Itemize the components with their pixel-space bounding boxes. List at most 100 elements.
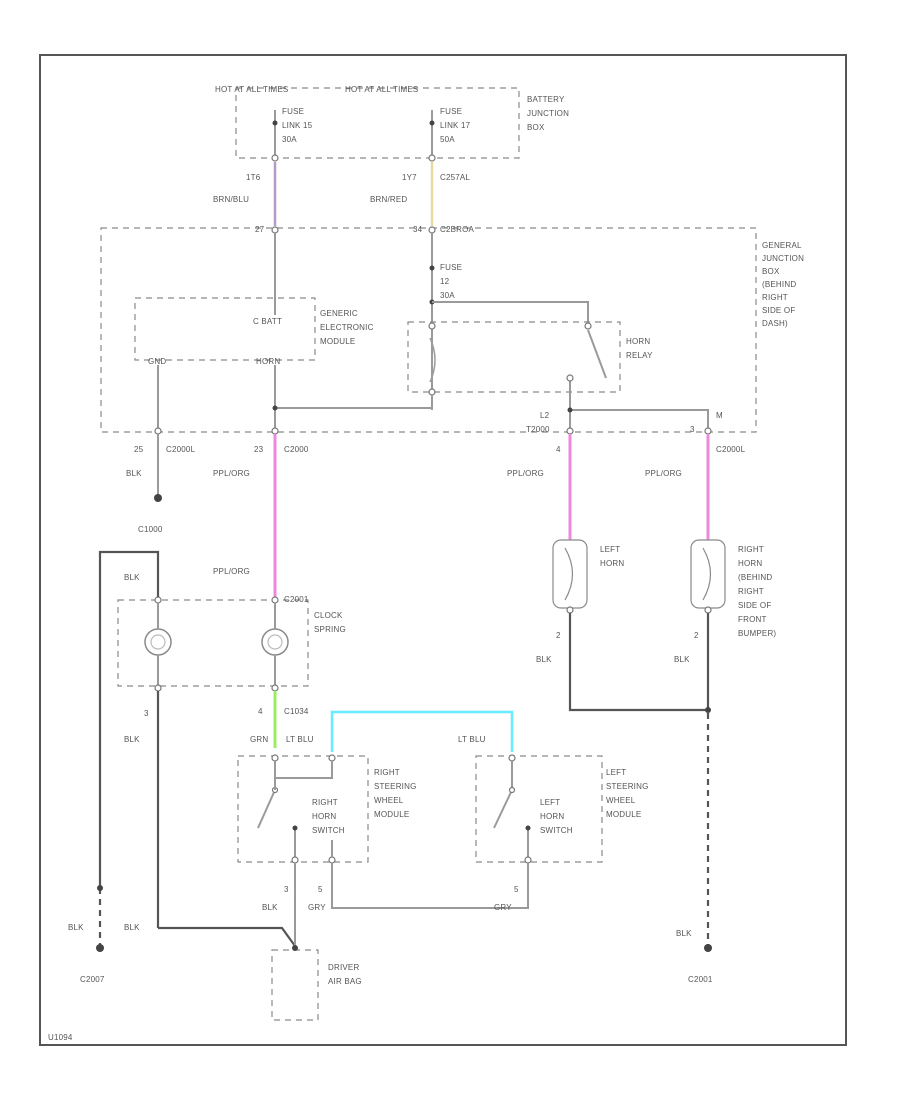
gem-gnd-label: GND (148, 357, 166, 366)
clock-spring-coil-right (261, 628, 289, 656)
fuse-link-17-top (429, 120, 435, 126)
wire-grn-label: GRN (250, 735, 268, 744)
rsw-switch-pivot (292, 825, 298, 831)
clock-spring-pin-left (154, 596, 162, 604)
lsw-module-label-3: WHEEL (606, 796, 636, 805)
horn-relay-label-1: HORN (626, 337, 650, 346)
conn-c2000l-left: C2000L (166, 445, 196, 454)
c2034-pin: 4 (258, 707, 263, 716)
rsw-pin-grn (271, 754, 279, 762)
clock-spring-bottom-left (154, 684, 162, 692)
pin-23: 23 (254, 445, 264, 454)
right-horn-label-7: BUMPER) (738, 629, 776, 638)
sw-pin-3: 3 (284, 885, 289, 894)
ground-c1000: C1000 (138, 525, 163, 534)
left-horn-label-2: HORN (600, 559, 624, 568)
wire-num-1y7: 1Y7 (402, 173, 417, 182)
conn-t2000: T2000 (526, 425, 550, 434)
gjb-out-l2 (566, 427, 574, 435)
lsw-switch-contact (508, 786, 516, 794)
ground-c2007-top-dot (97, 885, 103, 891)
rsw-module-label-4: MODULE (374, 810, 409, 819)
gjb-label-7: DASH) (762, 319, 788, 328)
wire-lt-blu (330, 710, 514, 752)
clock-spring-label-2: SPRING (314, 625, 346, 634)
gjb-label-6: SIDE OF (762, 306, 795, 315)
fuse-link-15-line1: FUSE (282, 107, 304, 116)
gjb-pin-27 (271, 226, 279, 234)
right-horn-pin-2 (704, 606, 712, 614)
right-horn-label-2: HORN (738, 559, 762, 568)
gjb-conn-label: C2BROA (440, 225, 475, 234)
right-steering-wheel-module (237, 755, 369, 863)
battery-box-label-3: BOX (527, 123, 545, 132)
gem-horn-splice (272, 405, 278, 411)
fuse-12-line2: 12 (440, 277, 450, 286)
fuse-12-line3: 30A (440, 291, 455, 300)
right-horn-label-1: RIGHT (738, 545, 764, 554)
hot-label-left: HOT AT ALL TIMES (215, 85, 288, 94)
gjb-label-2: JUNCTION (762, 254, 804, 263)
fuse-link-17-bottom (428, 154, 436, 162)
gem-horn-label: HORN (256, 357, 280, 366)
sw-pin-5b: 5 (514, 885, 519, 894)
rsw-switch-arm (257, 789, 276, 829)
rsw-switch-label-2: HORN (312, 812, 336, 821)
relay-out-branch (570, 409, 709, 428)
blk-horn-right-label: BLK (674, 655, 690, 664)
relay-out-splice (567, 407, 573, 413)
gjb-out-23 (271, 427, 279, 435)
lsw-switch-label-3: SWITCH (540, 826, 573, 835)
clock-conn2: C1034 (284, 707, 309, 716)
pin-4: 4 (556, 445, 561, 454)
wire-ppl-org-clock-label: PPL/ORG (213, 567, 250, 576)
wire-blk-g200: BLK (126, 469, 142, 478)
lsw-module-label-4: MODULE (606, 810, 641, 819)
wire-blk-airbag-run (158, 926, 296, 947)
lsw-switch-pivot (525, 825, 531, 831)
gjb-label-1: GENERAL (762, 241, 802, 250)
generic-electronic-module (134, 297, 316, 361)
gem-batt-label: C BATT (253, 317, 282, 326)
wire-gry-bottom-label: GRY (494, 903, 512, 912)
wire-lt-blu-left-label: LT BLU (458, 735, 486, 744)
gjb-pin-34-label: 34 (413, 225, 423, 234)
ground-c2007-dot (96, 944, 104, 952)
rsw-switch-label-1: RIGHT (312, 798, 338, 807)
footer-code: U1094 (48, 1033, 73, 1042)
gem-label-1: GENERIC (320, 309, 358, 318)
clock-spring-conn: C2001 (284, 595, 309, 604)
gjb-label-5: RIGHT (762, 293, 788, 302)
fuse-link-15-line2: LINK 15 (282, 121, 313, 130)
relay-pin-top (584, 322, 592, 330)
right-horn-pin-label: 2 (694, 631, 699, 640)
rsw-module-label-1: RIGHT (374, 768, 400, 777)
wire-color-brn-blu: BRN/BLU (213, 195, 249, 204)
clock-spring-box (117, 599, 309, 687)
conn-c2000l-right: C2000L (716, 445, 746, 454)
clock-spring-coil-left-inner (150, 634, 166, 650)
ground-c2007: C2007 (80, 975, 105, 984)
rsw-module-label-3: WHEEL (374, 796, 404, 805)
wire-ppl-org-left-label: PPL/ORG (213, 469, 250, 478)
left-horn-icon (564, 547, 574, 601)
battery-junction-box (235, 87, 520, 159)
right-horn-label-3: (BEHIND (738, 573, 772, 582)
wire-gry-switch-label: GRY (308, 903, 326, 912)
right-horn-icon (702, 547, 712, 601)
pin-l2-label: L2 (540, 411, 550, 420)
wire-num-1t6: 1T6 (246, 173, 261, 182)
gem-label-3: MODULE (320, 337, 355, 346)
general-junction-box (100, 227, 757, 433)
relay-switch-contact (566, 374, 574, 382)
ground-c2001: C2001 (688, 975, 713, 984)
rsw-switch-label-3: SWITCH (312, 826, 345, 835)
hot-label-right: HOT AT ALL TIMES (345, 85, 418, 94)
left-steering-wheel-module (475, 755, 603, 863)
conn-c2000: C2000 (284, 445, 309, 454)
ground-c1000-dot (154, 494, 162, 502)
gjb-label-4: (BEHIND (762, 280, 796, 289)
relay-coil (429, 337, 436, 383)
fuse-12-line1: FUSE (440, 263, 462, 272)
